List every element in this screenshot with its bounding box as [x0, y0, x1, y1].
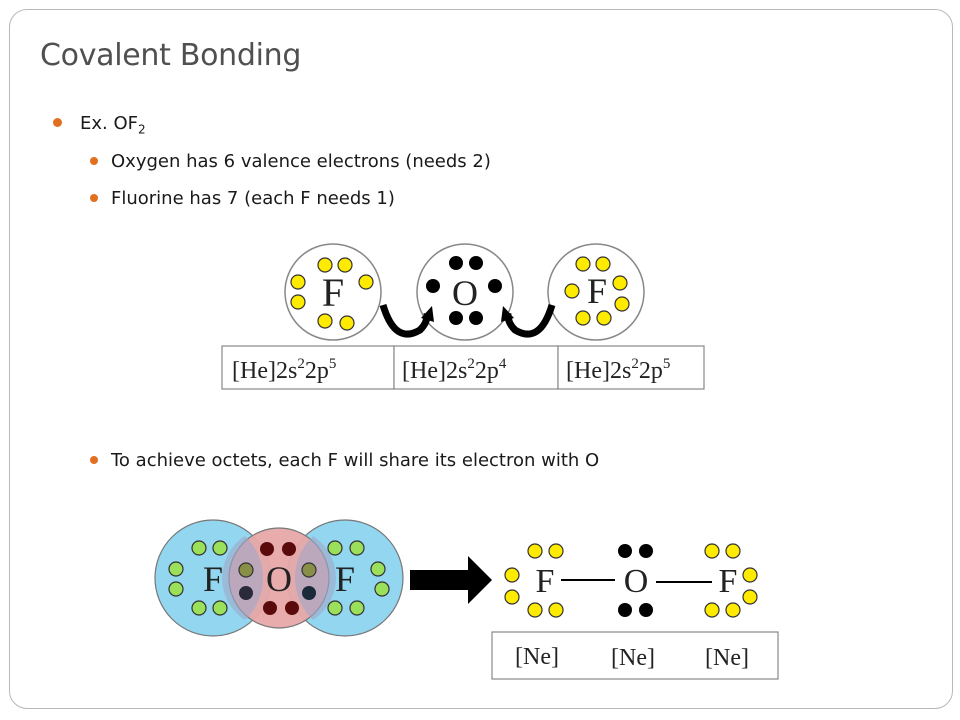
- fluorine-left-electrons: [290, 257, 374, 331]
- oxygen-atom: [416, 243, 514, 341]
- config-right: [He]2s22p5: [566, 356, 670, 384]
- example-line: Ex. OF2: [80, 113, 146, 137]
- fluorine-right-symbol: F: [587, 271, 607, 311]
- bullet-dot: [90, 157, 98, 165]
- lewis-fluorine-right-electrons: [704, 543, 758, 618]
- noble-config-middle: [Ne]: [611, 645, 655, 671]
- noble-config-left: [Ne]: [515, 644, 559, 670]
- oxygen-symbol: O: [452, 273, 478, 313]
- fluorine-right-shared-electrons: [301, 540, 390, 616]
- bullet-dot: [90, 194, 98, 202]
- lewis-oxygen-electrons: [618, 544, 653, 617]
- fluorine-left-shared-electrons: [168, 540, 254, 616]
- fluorine-atom-right: [547, 243, 645, 341]
- config-left: [He]2s22p5: [232, 356, 336, 384]
- lewis-fluorine-left-electrons: [504, 543, 564, 618]
- example-subscript: 2: [138, 122, 146, 137]
- noble-config-right: [Ne]: [705, 645, 749, 671]
- lewis-oxygen-symbol: O: [624, 563, 649, 600]
- overlap-right: [295, 536, 336, 620]
- fluorine-left-symbol: F: [322, 270, 344, 315]
- overlap-fluorine-right-symbol: F: [335, 559, 355, 599]
- fluorine-atom-left: [284, 243, 382, 341]
- point-fluorine: Fluorine has 7 (each F needs 1): [111, 188, 395, 209]
- bullet-dot: [53, 118, 62, 127]
- oxygen-shared-electrons: [239, 542, 316, 615]
- config-box-left: [221, 345, 395, 390]
- config-middle: [He]2s22p4: [402, 356, 507, 384]
- point-oxygen: Oxygen has 6 valence electrons (needs 2): [111, 151, 491, 172]
- point-octets: To achieve octets, each F will share its…: [111, 450, 600, 471]
- noble-config-box: [491, 631, 779, 680]
- lewis-fluorine-right-symbol: F: [719, 563, 738, 600]
- overlap-left: [222, 536, 263, 620]
- fluorine-right-electrons: [564, 256, 630, 326]
- overlap-fluorine-left-symbol: F: [203, 559, 223, 599]
- arrowhead-left: [421, 306, 434, 322]
- lewis-fluorine-left-symbol: F: [536, 563, 555, 600]
- reaction-arrow: [410, 556, 492, 604]
- oxygen-electrons: [426, 256, 502, 325]
- config-box-right: [557, 345, 705, 390]
- bullet-dot: [90, 456, 98, 464]
- overlap-oxygen-symbol: O: [266, 559, 292, 599]
- arrowhead-right: [501, 306, 514, 322]
- slide-title: Covalent Bonding: [40, 38, 302, 73]
- example-label: Ex. OF: [80, 113, 138, 134]
